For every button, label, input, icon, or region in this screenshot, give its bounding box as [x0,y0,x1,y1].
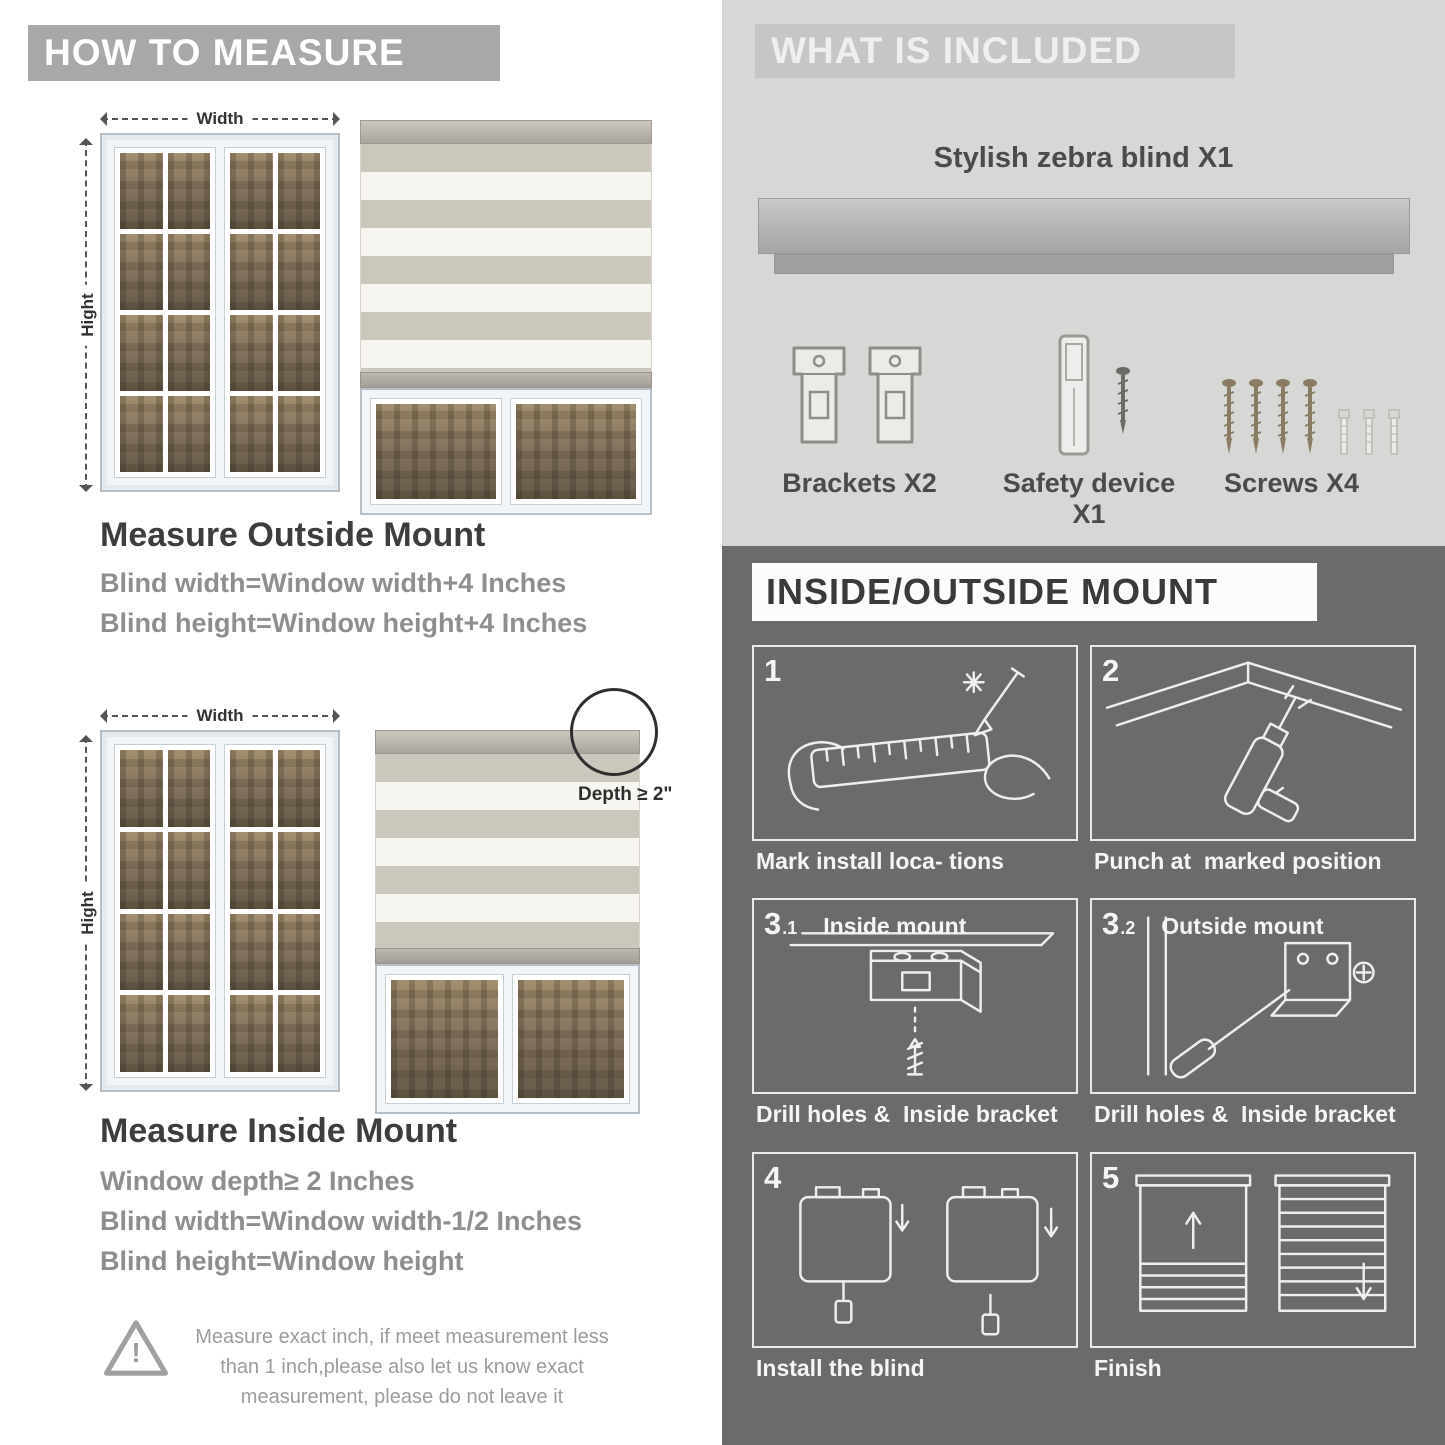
product-label: Stylish zebra blind X1 [933,142,1234,174]
arrowhead-right-icon [333,112,340,126]
window-sash [114,147,216,478]
screws-icon [1220,378,1319,458]
width-label: Width [187,706,253,726]
outside-mount-rule-width: Blind width=Window width+4 Inches [100,568,567,598]
blind-cassette [360,120,652,144]
zebra-blind-illustration-inside [375,730,640,1114]
warning-triangle-icon: ! [100,1315,172,1381]
window-illustration-inside [100,730,340,1092]
mount-header: INSIDE/OUTSIDE MOUNT [752,563,1317,621]
brackets-icon [788,340,926,450]
step-number: 3 [764,906,782,941]
outside-bracket-illustration [1146,916,1375,1079]
arrowhead-left-icon [100,112,107,126]
finish-illustration [1135,1174,1391,1312]
step-panel-5: 5 [1090,1152,1416,1348]
window-sash [224,147,326,478]
wall-anchors-icon [1336,408,1402,460]
inside-bracket-illustration [789,932,1055,1076]
depth-label: Depth ≥ 2" [578,784,673,805]
arrowhead-up-icon [79,138,93,145]
inside-mount-rule-height: Blind height=Window height [100,1246,464,1276]
window-sash [224,744,326,1078]
step-caption-5: Finish [1094,1355,1162,1381]
screws-label: Screws X4 [1223,468,1360,498]
step-number: 4 [764,1160,782,1195]
window-sash [114,744,216,1078]
blind-headrail-illustration [758,198,1410,254]
inside-mount-rule-depth: Window depth≥ 2 Inches [100,1166,415,1196]
arrowhead-up-icon [79,735,93,742]
warning-text: Measure exact inch, if meet measurement … [195,1326,609,1408]
height-arrow-inside: Hight [78,735,98,1091]
outside-mount-rule-height: Blind height=Window height+4 Inches [100,608,588,638]
arrowhead-right-icon [333,709,340,723]
safety-device-icon [1052,332,1132,458]
arrowhead-left-icon [100,709,107,723]
how-to-measure-header: HOW TO MEASURE [28,25,500,81]
height-label: Hight [78,882,98,944]
step-number: 1 [764,653,782,688]
mark-location-illustration [787,667,1051,811]
depth-callout-circle [570,688,658,776]
blind-headrail-valance [774,254,1394,274]
height-label: Hight [78,284,98,346]
width-label: Width [187,109,253,129]
window-below-blind [360,388,652,515]
height-arrow-outside: Hight [78,138,98,492]
mount-section: INSIDE/OUTSIDE MOUNT 1 [722,546,1445,1445]
step-caption-3-2: Drill holes & Inside bracket [1094,1101,1396,1127]
safety-device-label: Safety device X1 [1002,468,1176,529]
step-number: 3 [1102,906,1120,941]
install-blind-illustration [799,1186,1059,1336]
width-arrow-outside: Width [100,109,340,129]
warning-exclamation: ! [131,1337,141,1368]
outside-mount-title: Measure Outside Mount [100,516,486,554]
inside-mount-title: Measure Inside Mount [100,1112,458,1150]
width-arrow-inside: Width [100,706,340,726]
step-caption-3-1: Drill holes & Inside bracket [756,1101,1058,1127]
blind-bottom-rail [360,372,652,388]
step-number: 5 [1102,1160,1120,1195]
brackets-label: Brackets X2 [782,468,937,498]
what-is-included-header: WHAT IS INCLUDED [755,24,1235,78]
blind-stripes [360,144,652,372]
step-panel-2: 2 [1090,645,1416,841]
blind-bottom-rail [375,948,640,964]
window-below-blind [375,964,640,1114]
blind-stripes [375,754,640,948]
step-panel-1: 1 [752,645,1078,841]
step-number: 2 [1102,653,1120,688]
step-caption-1: Mark install loca- tions [756,848,1004,874]
step-panel-4: 4 [752,1152,1078,1348]
inside-mount-rule-width: Blind width=Window width-1/2 Inches [100,1206,583,1236]
what-is-included-section: WHAT IS INCLUDED Stylish zebra blind X1 [722,0,1445,546]
step-caption-2: Punch at marked position [1094,848,1382,874]
arrowhead-down-icon [79,485,93,492]
zebra-blind-illustration-outside [360,120,652,515]
step-caption-4: Install the blind [756,1355,925,1381]
window-illustration-outside [100,133,340,492]
arrowhead-down-icon [79,1084,93,1091]
drill-illustration [1105,661,1403,823]
